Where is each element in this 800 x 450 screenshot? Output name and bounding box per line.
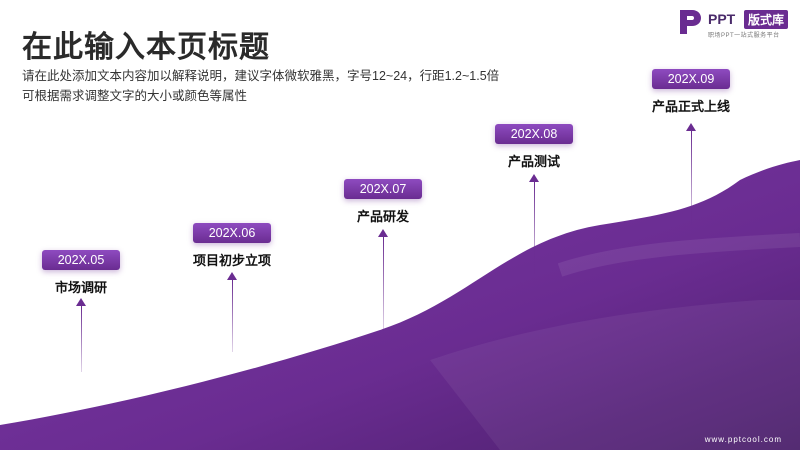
milestone-stem — [232, 280, 233, 352]
description: 请在此处添加文本内容加以解释说明，建议字体微软雅黑，字号12~24，行距1.2~… — [22, 66, 499, 106]
logo-tag: 版式库 — [744, 10, 789, 29]
footer-url: www.pptcool.com — [704, 435, 782, 444]
milestone-stem — [691, 131, 692, 225]
description-line-1: 请在此处添加文本内容加以解释说明，建议字体微软雅黑，字号12~24，行距1.2~… — [22, 69, 500, 83]
milestone-date: 202X.07 — [344, 179, 422, 199]
milestone-stem — [81, 306, 82, 372]
triangle-up-icon — [76, 298, 86, 306]
milestone-date: 202X.06 — [193, 223, 271, 243]
triangle-up-icon — [686, 123, 696, 131]
milestone-date: 202X.08 — [495, 124, 573, 144]
description-line-2: 可根据需求调整文字的大小或颜色等属性 — [22, 89, 248, 103]
milestone-label: 市场调研 — [54, 280, 107, 295]
triangle-up-icon — [529, 174, 539, 182]
milestone-item: 202X.05 市场调研 — [21, 250, 141, 296]
milestone-label: 产品测试 — [507, 154, 560, 169]
page-title: 在此输入本页标题 — [22, 31, 270, 64]
milestone-date: 202X.09 — [652, 69, 730, 89]
brand-logo: PPT 版式库 职场PPT一站式服务平台 — [678, 8, 794, 39]
logo-brand-text: PPT — [708, 11, 736, 27]
milestone-item: 202X.06 项目初步立项 — [172, 223, 292, 269]
milestone-label: 产品正式上线 — [651, 99, 730, 114]
milestone-item: 202X.08 产品测试 — [474, 124, 594, 170]
milestone-stem — [534, 182, 535, 274]
milestone-item: 202X.07 产品研发 — [323, 179, 443, 225]
logo-p-icon — [680, 10, 701, 34]
triangle-up-icon — [378, 229, 388, 237]
milestone-item: 202X.09 产品正式上线 — [631, 69, 751, 115]
triangle-up-icon — [227, 272, 237, 280]
milestone-label: 产品研发 — [356, 209, 409, 224]
milestone-date: 202X.05 — [42, 250, 120, 270]
milestone-label: 项目初步立项 — [192, 253, 271, 268]
milestone-stem — [383, 237, 384, 331]
logo-subtitle: 职场PPT一站式服务平台 — [708, 33, 780, 39]
